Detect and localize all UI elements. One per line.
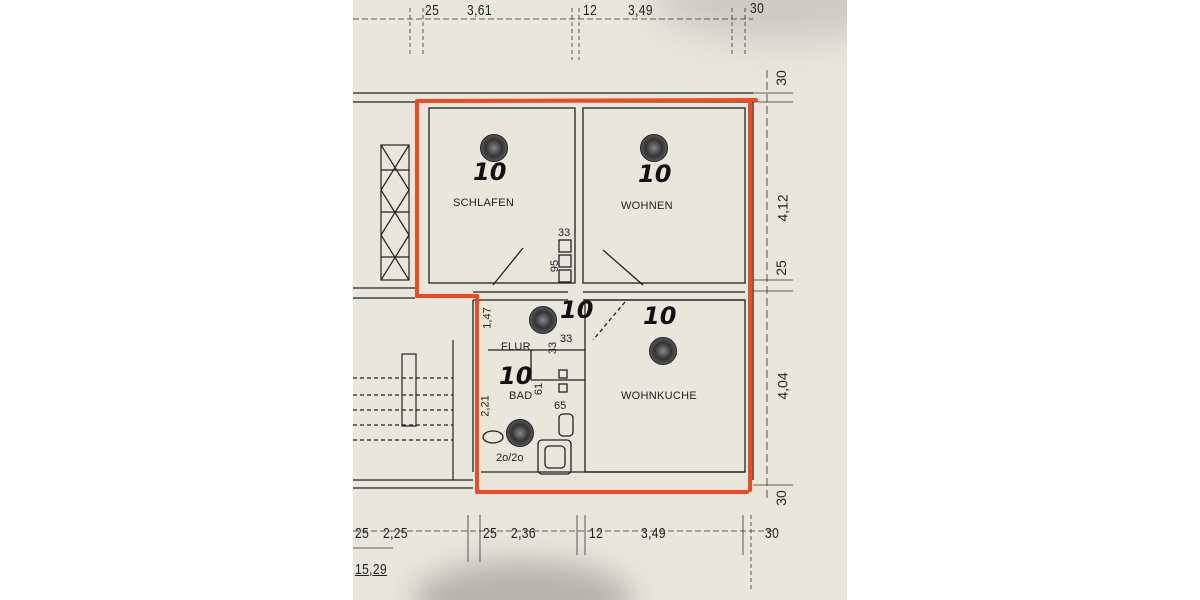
room-marker-wohnkuche: 10 <box>643 302 677 330</box>
dim-right-4: 4,04 <box>774 372 791 400</box>
apartment-boundary <box>415 98 758 494</box>
label-closet-side: 95 <box>549 259 562 273</box>
dim-bottom-6: 3,49 <box>641 525 666 542</box>
label-flur-33b: 33 <box>547 341 560 355</box>
label-bad-65: 65 <box>554 400 567 412</box>
dim-bottom-5: 12 <box>589 525 604 542</box>
room-stamp-icon <box>480 134 508 162</box>
room-marker-bad: 10 <box>499 362 533 390</box>
floor-plan-sheet: 25 3,61 12 3,49 30 25 2,25 25 2,36 12 3,… <box>353 0 847 600</box>
dim-right-1: 30 <box>772 70 789 86</box>
dim-bottom-total: 15,29 <box>355 561 388 578</box>
label-bad-height: 2,21 <box>479 395 492 417</box>
room-label-wohnen: WOHNEN <box>621 200 673 212</box>
dim-right-2: 4,12 <box>774 194 791 222</box>
room-label-bad: BAD <box>509 390 533 402</box>
room-marker-wohnen: 10 <box>638 160 672 188</box>
dim-top-5: 30 <box>750 0 765 17</box>
dim-top-4: 3,49 <box>628 2 653 19</box>
room-stamp-icon <box>649 337 677 365</box>
room-stamp-icon <box>529 306 557 334</box>
dim-bottom-7: 30 <box>765 525 780 542</box>
dim-bottom-2: 2,25 <box>383 525 408 542</box>
room-marker-flur: 10 <box>560 296 594 324</box>
dim-right-5: 30 <box>772 490 789 506</box>
dim-top-2: 3,61 <box>467 2 492 19</box>
label-tile: 2o/2o <box>496 452 524 464</box>
room-stamp-icon <box>640 134 668 162</box>
dim-bottom-3: 25 <box>483 525 498 542</box>
dim-top-3: 12 <box>583 2 598 19</box>
label-flur-33a: 33 <box>560 333 573 345</box>
room-stamp-icon <box>506 419 534 447</box>
label-bad-61: 61 <box>533 382 546 396</box>
room-label-schlafen: SCHLAFEN <box>453 197 515 209</box>
dim-bottom-1: 25 <box>355 525 370 542</box>
dim-right-3: 25 <box>772 260 789 276</box>
label-flur-height: 1,47 <box>481 307 494 329</box>
dim-top-1: 25 <box>425 2 440 19</box>
room-label-flur: FLUR <box>501 341 531 353</box>
floor-plan-drawing <box>353 8 793 590</box>
room-marker-schlafen: 10 <box>473 158 507 186</box>
room-label-wohnkuche: WOHNKUCHE <box>621 390 698 402</box>
dim-bottom-4: 2,36 <box>511 525 536 542</box>
label-closet-top: 33 <box>558 227 571 239</box>
